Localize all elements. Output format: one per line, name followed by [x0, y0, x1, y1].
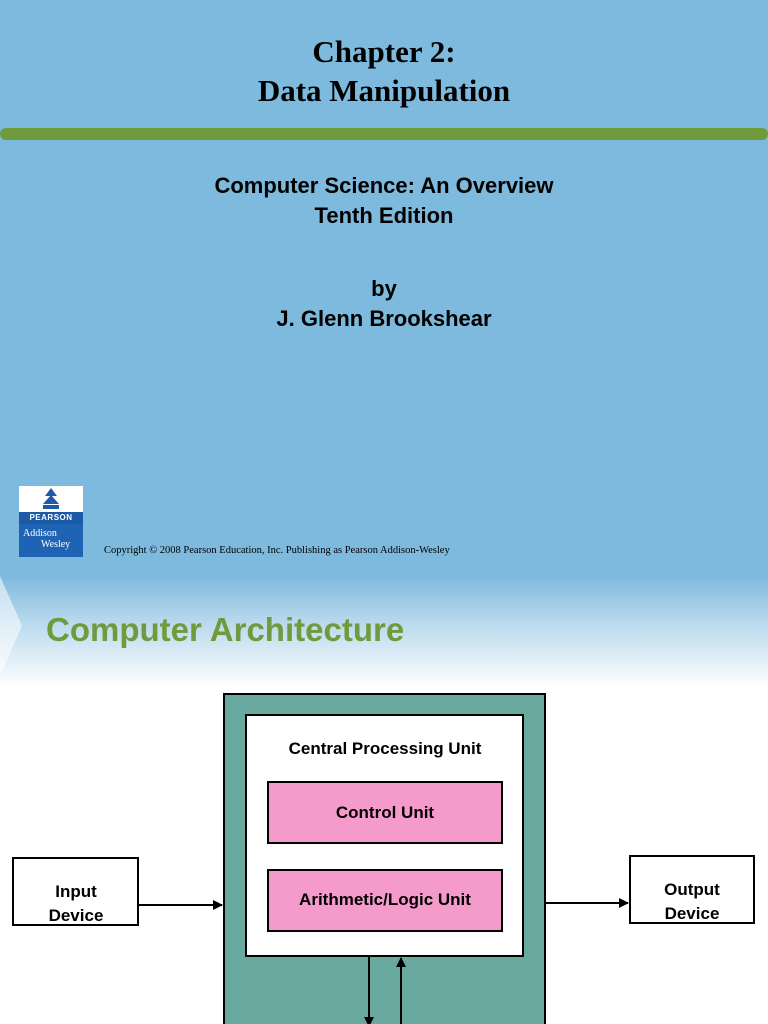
cpu-label: Central Processing Unit — [289, 739, 482, 758]
logo-imprint-line2: Wesley — [41, 539, 71, 550]
slide-title: Computer Architecture — [46, 611, 405, 648]
input-device-label-line1: Input — [55, 882, 97, 901]
slide-notch — [0, 576, 22, 676]
chapter-name: Data Manipulation — [257, 73, 511, 108]
author-name: J. Glenn Brookshear — [276, 306, 492, 331]
control-unit-box — [267, 781, 503, 844]
logo-imprint-line1: Addison — [23, 528, 57, 539]
control-unit-label: Control Unit — [336, 803, 435, 822]
output-device-box — [629, 855, 755, 924]
header-band — [0, 576, 768, 688]
chapter-title: Chapter 2: Data Manipulation — [0, 32, 768, 110]
book-edition: Tenth Edition — [314, 203, 454, 228]
copyright-notice: Copyright © 2008 Pearson Education, Inc.… — [104, 545, 450, 556]
pearson-logo: PEARSON Addison Wesley — [19, 486, 83, 557]
pearson-emblem-icon — [19, 486, 83, 512]
author-block: by J. Glenn Brookshear — [0, 274, 768, 334]
architecture-diagram: Central Processing Unit Control Unit Ari… — [12, 693, 755, 1024]
output-device-label-line2: Device — [665, 904, 720, 923]
output-device-label-line1: Output — [664, 880, 720, 899]
chapter-number: Chapter 2: — [312, 34, 456, 69]
alu-label: Arithmetic/Logic Unit — [299, 890, 471, 909]
input-device-label-line2: Device — [49, 906, 104, 925]
divider-rule — [0, 128, 768, 140]
input-device-box — [12, 857, 139, 926]
book-title: Computer Science: An Overview — [214, 173, 554, 198]
title-slide: Chapter 2: Data Manipulation Computer Sc… — [0, 0, 768, 576]
by-label: by — [371, 276, 397, 301]
architecture-slide: Computer Architecture Central Processing… — [0, 576, 768, 1024]
book-subtitle: Computer Science: An Overview Tenth Edit… — [0, 171, 768, 231]
logo-brand: PEARSON — [19, 512, 83, 524]
alu-box — [267, 869, 503, 932]
logo-imprint: Addison Wesley — [19, 524, 83, 557]
